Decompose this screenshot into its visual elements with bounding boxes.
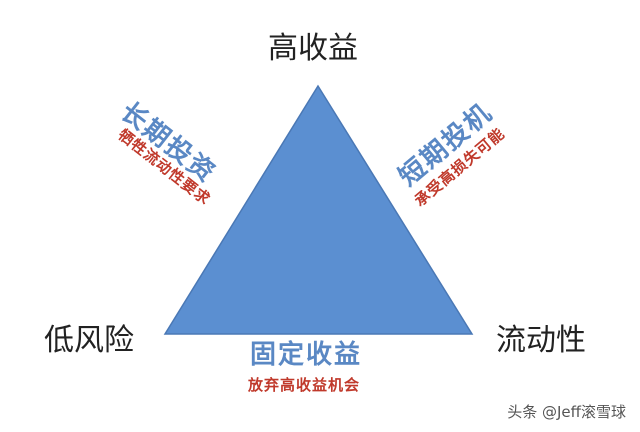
edge-bottom-title: 固定收益 [250,340,363,370]
edge-bottom-note: 放弃高收益机会 [248,376,361,394]
watermark-text: 头条 @Jeff滚雪球 [507,403,626,421]
vertex-high-return: 高收益 [268,31,358,66]
triangle-shape [163,84,474,335]
vertex-liquidity: 流动性 [496,323,586,358]
vertex-low-risk: 低风险 [44,323,134,358]
